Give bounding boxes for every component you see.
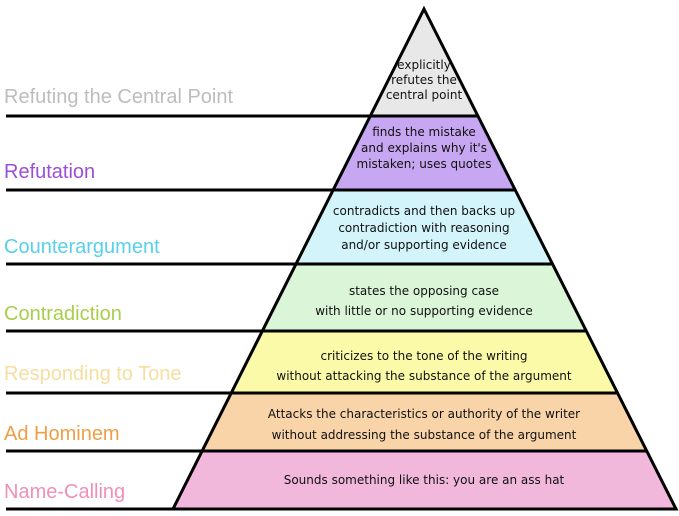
level-label-refutation: Refutation — [4, 161, 96, 183]
level-label-counterargument: Counterargument — [4, 236, 160, 258]
pyramid-band-refutation — [333, 116, 516, 190]
level-label-ad-hominem: Ad Hominem — [4, 423, 120, 445]
pyramid-band-responding-to-tone — [231, 331, 618, 393]
level-label-responding-to-tone: Responding to Tone — [4, 363, 182, 385]
pyramid-band-name-calling — [173, 451, 676, 509]
pyramid-band-refuting-central-point — [370, 9, 478, 116]
level-label-refuting-central-point: Refuting the Central Point — [4, 86, 234, 108]
level-description-ad-hominem: Attacks the characteristics or authority… — [267, 407, 581, 442]
level-label-contradiction: Contradiction — [4, 303, 122, 325]
pyramid-band-counterargument — [295, 190, 553, 264]
level-label-name-calling: Name-Calling — [4, 481, 126, 503]
pyramid-band-ad-hominem — [202, 393, 647, 451]
pyramid-band-contradiction — [262, 264, 587, 331]
pyramid-outline — [170, 5, 679, 511]
level-description-name-calling: Sounds something like this: you are an a… — [283, 473, 565, 487]
